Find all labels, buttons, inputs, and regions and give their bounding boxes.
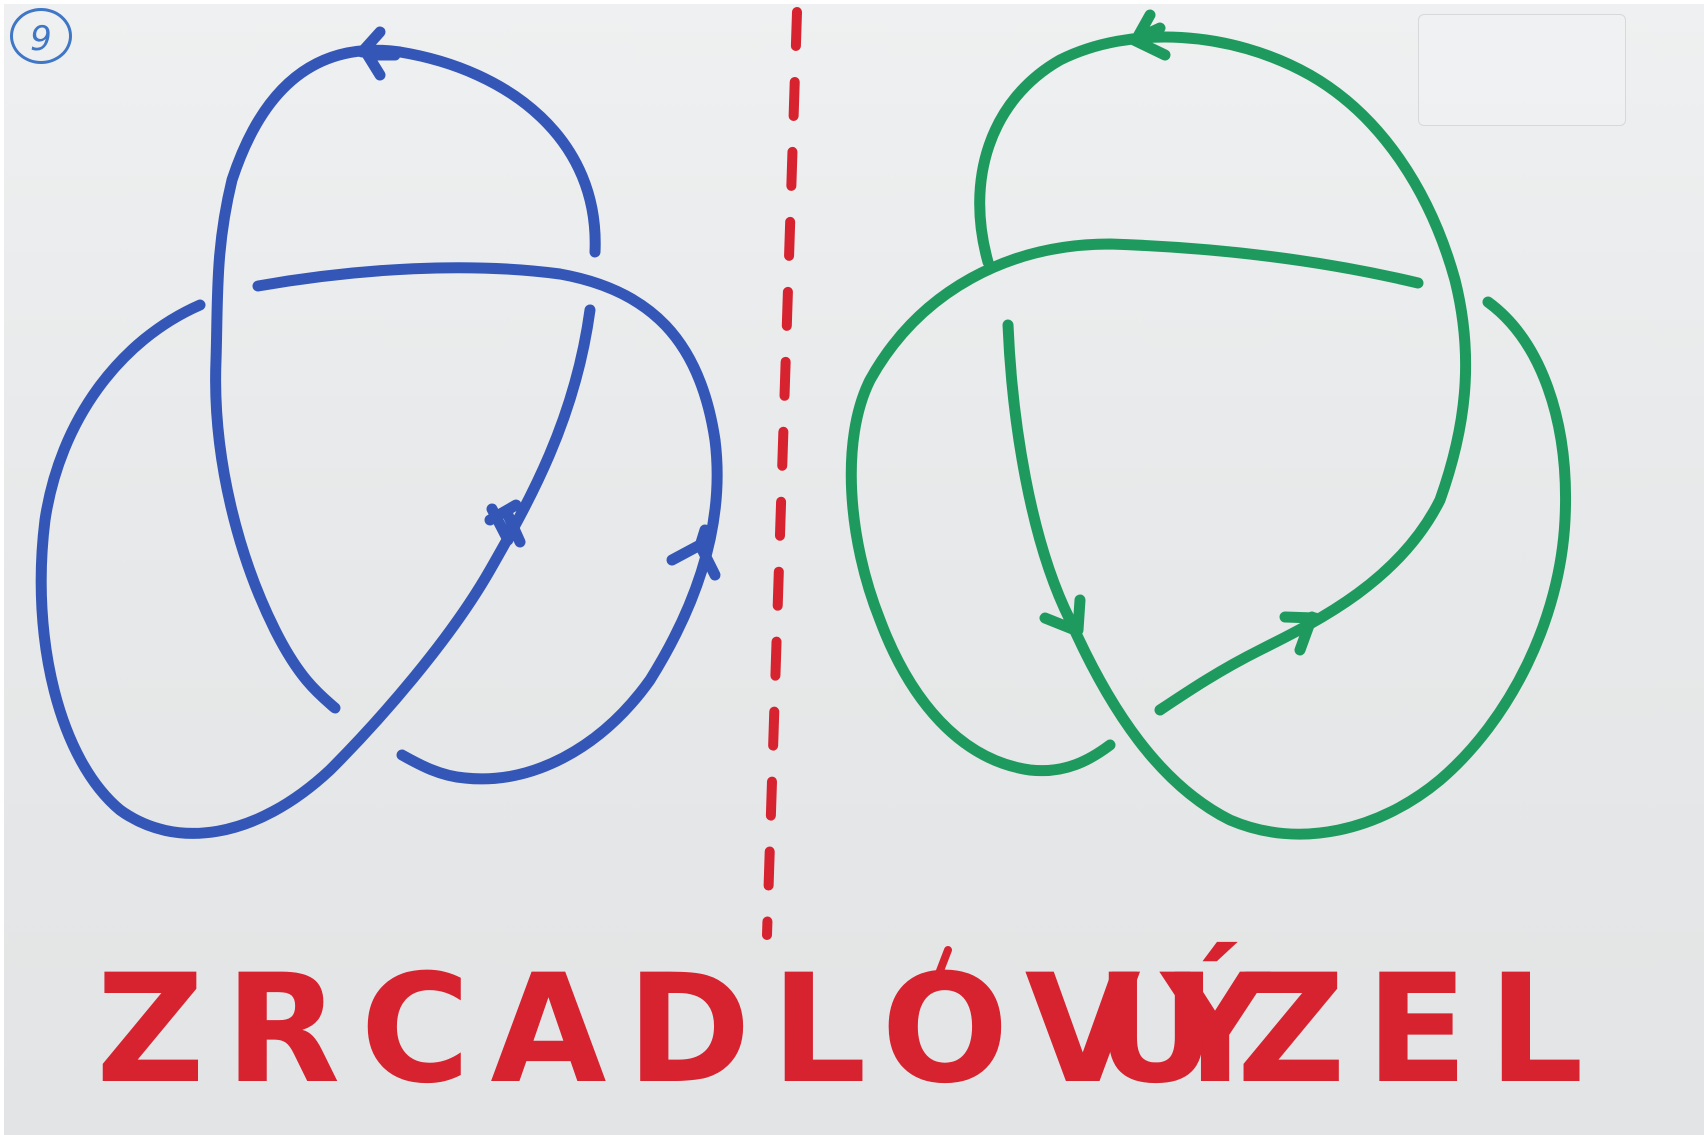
left-knot-strand-left-loop [41, 305, 590, 833]
caption-uzel: UZEL [1095, 945, 1604, 1115]
dashed-divider [767, 12, 797, 935]
left-knot-arrow-right [672, 530, 715, 575]
right-knot-strand-left-loop [851, 244, 1418, 771]
left-knot-strand-top-loop [216, 50, 596, 708]
right-knot [851, 15, 1565, 834]
right-knot-strand-top-loop [980, 37, 1466, 710]
center-divider [767, 12, 797, 935]
left-knot-arrow-center [490, 505, 520, 542]
left-knot-arrow-top [362, 32, 395, 75]
left-knot [41, 32, 717, 833]
